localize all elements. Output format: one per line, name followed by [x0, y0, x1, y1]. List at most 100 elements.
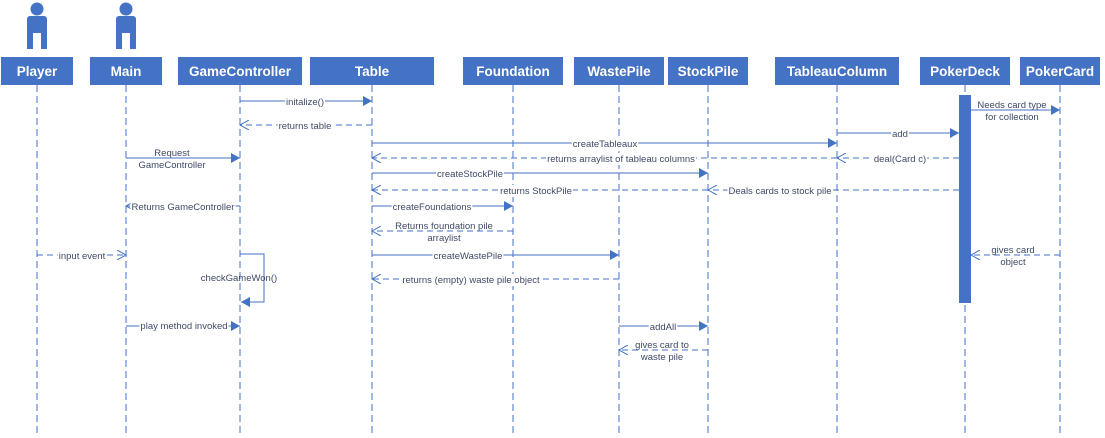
message-m9[interactable]: createStockPile	[372, 168, 708, 180]
message-label: arraylist	[427, 233, 461, 244]
label-background	[499, 185, 573, 197]
participant-box	[1, 57, 73, 85]
message-m11[interactable]: Deals cards to stock pile	[708, 185, 959, 197]
message-label: addAll	[650, 322, 676, 333]
message-m8[interactable]: deal(Card c)	[837, 153, 959, 165]
message-m18[interactable]: checkGameWon()	[201, 253, 277, 307]
message-label: createWastePile	[434, 251, 503, 262]
message-m13[interactable]: createFoundations	[372, 201, 513, 213]
participant-pokercard[interactable]: PokerCard	[1020, 57, 1100, 85]
message-label: play method invoked	[140, 321, 227, 332]
participant-gamecontroller[interactable]: GameController	[178, 57, 302, 85]
label-background	[139, 320, 229, 332]
participant-box	[178, 57, 302, 85]
activation-bar-pokerdeck	[959, 95, 971, 303]
participant-label: PokerCard	[1026, 64, 1094, 79]
message-m4[interactable]: add	[837, 128, 959, 140]
message-label: returns table	[279, 121, 332, 132]
message-m15[interactable]: input event	[37, 250, 126, 262]
participant-label: GameController	[189, 64, 292, 79]
message-label: waste pile	[640, 352, 683, 363]
participant-tableaucolumn[interactable]: TableauColumn	[775, 57, 899, 85]
participant-label: PokerDeck	[930, 64, 1000, 79]
participant-label: Foundation	[476, 64, 549, 79]
participant-main[interactable]: Main	[90, 57, 162, 85]
participant-player[interactable]: Player	[1, 57, 73, 85]
label-background	[571, 138, 639, 150]
participant-table[interactable]: Table	[310, 57, 434, 85]
message-m1[interactable]: initalize()	[240, 96, 372, 108]
message-m21[interactable]: addAll	[619, 321, 708, 333]
headers-layer: Player Main GameController Table Foundation W…	[1, 2, 1100, 85]
message-m12[interactable]: Returns GameController	[126, 201, 240, 213]
label-background	[391, 201, 473, 213]
message-label: gives card to	[635, 340, 689, 351]
label-background	[432, 250, 504, 262]
messages-layer: initalize() returns table createTableaux ad…	[37, 96, 1060, 363]
message-label: gives card	[991, 245, 1034, 256]
message-label: checkGameWon()	[201, 273, 277, 284]
participant-label: TableauColumn	[787, 64, 887, 79]
label-background	[277, 120, 333, 132]
message-label: createFoundations	[393, 202, 472, 213]
message-label: Deals cards to stock pile	[729, 186, 832, 197]
message-label: returns (empty) waste pile object	[402, 275, 540, 286]
message-label: deal(Card c)	[874, 154, 926, 165]
message-label: createTableaux	[573, 139, 638, 150]
message-label: createStockPile	[437, 169, 503, 180]
label-background	[891, 128, 909, 140]
label-background	[401, 274, 541, 286]
participant-label: Table	[355, 64, 390, 79]
message-arrow	[240, 253, 265, 307]
participant-stockpile[interactable]: StockPile	[668, 57, 748, 85]
participant-box	[668, 57, 748, 85]
message-m10[interactable]: returns StockPile	[372, 185, 708, 197]
label-background	[130, 201, 236, 213]
message-m7[interactable]: returns arraylist of tableau columns	[372, 153, 837, 165]
participant-label: Player	[17, 64, 58, 79]
participant-label: WastePile	[587, 64, 651, 79]
message-label: returns arraylist of tableau columns	[547, 154, 695, 165]
message-label: Needs card type	[977, 100, 1046, 111]
participant-label: Main	[111, 64, 142, 79]
message-label: returns StockPile	[500, 186, 572, 197]
actor-icon	[27, 2, 47, 49]
message-label: object	[1000, 257, 1026, 268]
message-m20[interactable]: play method invoked	[126, 320, 240, 332]
message-m2[interactable]: returns table	[240, 120, 372, 132]
label-background	[648, 321, 678, 333]
message-label: add	[892, 129, 908, 140]
participant-box	[310, 57, 434, 85]
participant-foundation[interactable]: Foundation	[463, 57, 563, 85]
participant-box	[463, 57, 563, 85]
participant-box	[775, 57, 899, 85]
activation-layer	[959, 95, 971, 303]
message-m3[interactable]: createTableaux	[372, 138, 837, 150]
participant-box	[1020, 57, 1100, 85]
label-background	[872, 153, 928, 165]
message-m19[interactable]: returns (empty) waste pile object	[372, 274, 619, 286]
participant-box	[920, 57, 1010, 85]
message-m16[interactable]: createWastePile	[372, 250, 619, 262]
message-label: input event	[59, 251, 106, 262]
participant-wastepile[interactable]: WastePile	[574, 57, 664, 85]
label-background	[57, 250, 107, 262]
participant-box	[90, 57, 162, 85]
participant-label: StockPile	[678, 64, 739, 79]
message-label: Returns GameController	[132, 202, 235, 213]
participant-box	[574, 57, 664, 85]
label-background	[284, 96, 326, 108]
actor-icon	[116, 2, 136, 49]
label-background	[435, 168, 505, 180]
message-label: initalize()	[286, 97, 324, 108]
label-background	[546, 153, 696, 165]
participant-pokerdeck[interactable]: PokerDeck	[920, 57, 1010, 85]
message-label: GameController	[138, 160, 205, 171]
label-background	[727, 185, 833, 197]
